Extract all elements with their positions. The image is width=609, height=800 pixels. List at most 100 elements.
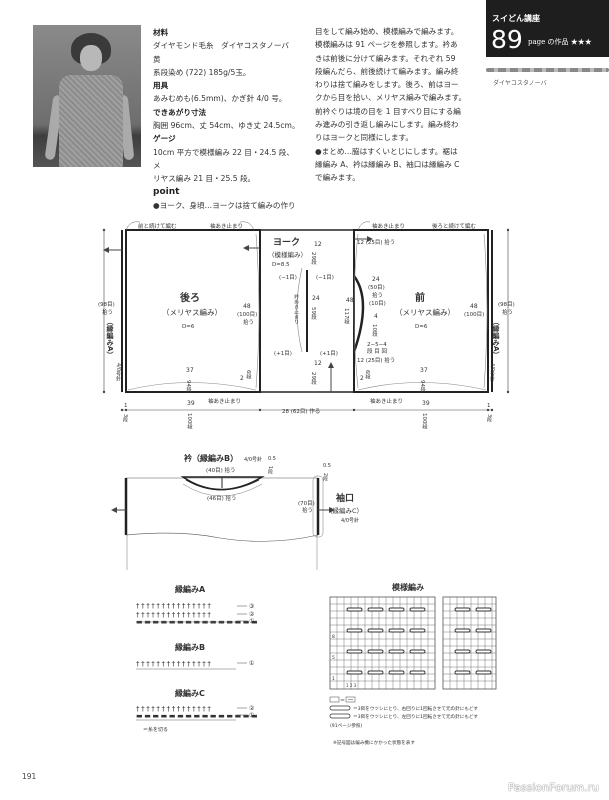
page-badge: スイどん講座 89 page の作品 ★★★ — [486, 0, 609, 57]
point-text: ●ヨーク、身頃…ヨークは捨て編みの作り — [153, 200, 296, 210]
diagram-label: (91ページ参照) — [330, 722, 363, 729]
diagram-label: 1段 — [267, 466, 273, 476]
diagram-label: ＝ — [340, 698, 345, 704]
diagram-label: ＝3目をウツシにとり、左回りに1回転させて元の針にもどす — [353, 713, 478, 720]
diagram-label: 1 — [124, 403, 128, 409]
label-armhole-stop: 袖あき止まり — [210, 222, 243, 230]
diagram-label: 拾う — [372, 291, 383, 299]
diagram-label: 6段 — [364, 370, 371, 380]
diagram-label: (98目) — [498, 301, 515, 308]
diagram-label: ※記号図は編み機にかかった状態を表す — [333, 739, 415, 746]
diagram-label: ① — [249, 660, 254, 667]
diagram-label: 2 — [240, 375, 244, 382]
yarn-name: ダイヤコスタノーバ — [493, 80, 547, 87]
collar-title: 衿（縁編みB） — [184, 453, 238, 463]
diagram-label: 39 — [422, 400, 430, 407]
diagram-label: 12 (25目) 拾う — [357, 238, 395, 246]
back-sub: （メリヤス編み） — [162, 307, 222, 317]
size-text: 胸囲 96cm、丈 54cm、ゆき丈 24.5cm。 — [153, 121, 300, 131]
diagram-label: 37 — [420, 367, 428, 374]
back-title: 後ろ — [180, 291, 200, 304]
materials-text-2: 系段染め (722) 185g/5玉。 — [153, 67, 251, 77]
desc-line: りはヨークと同様にします。 — [315, 133, 413, 143]
diagram-label: ② — [249, 705, 255, 712]
watermark: PassionForum.ru — [508, 781, 599, 794]
diagram-label: 37 — [186, 367, 194, 374]
tools-text: あみむめも(6.5mm)、かぎ針 4/0 号。 — [153, 94, 287, 104]
diagram-label: 29段 — [310, 252, 317, 266]
diagram-label: 袖あき止まり — [372, 222, 405, 230]
materials-specs: 材料 ダイヤモンド毛糸 ダイヤコスタノーバ 黄 系段染め (722) 185g/… — [153, 26, 301, 212]
diagram-label: ② — [249, 611, 255, 618]
diagram-label: ③ — [249, 603, 254, 610]
diagram-label: 段 目 回 — [367, 347, 387, 355]
label-cont-back: 後ろと続けて編む — [432, 222, 477, 230]
diagram-label: 4/0号針 — [244, 456, 262, 463]
diagram-label: 94段 — [419, 380, 426, 394]
diagram-label: (46目) 拾う — [207, 494, 237, 502]
cuff-sub: （縁編みC） — [326, 506, 363, 515]
diagram-label: 袖あき止まり — [370, 397, 403, 405]
diagram-label: 0.5 — [323, 463, 331, 469]
diagram-label: 1 — [332, 676, 335, 682]
diagram-label: 117段 — [343, 308, 350, 325]
model-photo — [33, 25, 141, 167]
diagram-label: 3段 — [122, 414, 128, 424]
edging-b-title: 縁編みB — [175, 642, 205, 652]
pattern-grid — [329, 596, 497, 690]
diagram-label: （縁編みA） — [106, 318, 115, 358]
desc-line: 段編んだら、前後続けて編みます。編み終 — [315, 66, 459, 76]
desc-line: 模様編みは 91 ページを参照します。衿あ — [315, 40, 458, 50]
diagram-label: 10段 — [371, 324, 378, 338]
diagram-label: ††††††††††††††† — [136, 602, 213, 610]
diagram-label: 拾う — [302, 506, 313, 514]
materials-text: ダイヤモンド毛糸 ダイヤコスタノーバ 黄 — [153, 41, 297, 64]
edging-a-title: 縁編みA — [175, 584, 206, 594]
diagram-label: 2段 — [322, 473, 328, 483]
diagram-label: 1 2 3 — [346, 683, 357, 688]
diagram-label: 59段 — [310, 307, 317, 321]
cut-yarn-note: ＝糸を切る — [143, 726, 168, 733]
series-title: スイどん講座 — [492, 14, 540, 23]
diagram-label: 100段 — [421, 413, 428, 430]
back-d: D=6 — [182, 324, 195, 330]
diagram-label: 衿あき止まり — [293, 293, 299, 325]
diagram-label: (100目) — [464, 311, 484, 318]
diagram-label: (40目) 拾う — [206, 466, 236, 474]
diagram-label: 29段 — [310, 372, 317, 386]
diagram-label: 12 — [314, 360, 322, 367]
diagram-label: 4/0号針 — [115, 363, 121, 382]
diagram-label: (+1目) — [320, 350, 338, 357]
desc-line: み進みの引き返し編みにします。編み終わ — [315, 120, 459, 130]
gauge-text: 10cm 平方で模様編み 22 目・24.5 段、メ — [153, 147, 294, 170]
diagram-label: 39 — [187, 400, 195, 407]
diagram-label: 4/0号針 — [341, 517, 359, 524]
desc-line: きは前後に分けて編みます。それぞれ 59 — [315, 53, 456, 63]
diagram-label: (10目) — [369, 300, 386, 307]
diagram-label: (−1目) — [279, 274, 297, 281]
diagram-label: (50目) — [368, 284, 385, 291]
diagram-label: 48 — [470, 303, 478, 310]
desc-line: ●まとめ…脇はすくいとじにします。裾は — [315, 146, 458, 156]
front-d: D=6 — [415, 324, 428, 330]
pattern-title: 模様編み — [392, 582, 424, 592]
diagram-label: 48 — [346, 297, 354, 304]
diagram-label: 24 — [312, 295, 320, 302]
diagram-label: 100段 — [186, 413, 193, 430]
cuff-title: 袖口 — [335, 492, 354, 504]
diagram-label: 4 — [374, 313, 378, 320]
diagram-label: 48 — [243, 303, 251, 310]
diagram-label: 4/0号針 — [489, 363, 495, 382]
diagram-label: (−1目) — [316, 274, 334, 281]
diagram-label: 0.5 — [268, 456, 276, 462]
size-heading: できあがり寸法 — [153, 107, 207, 117]
diagram-label: 5 — [332, 655, 335, 661]
diagram-label: 2 — [360, 375, 364, 382]
instructions-text: 目をして編み始め、模様編みで編みます。 模様編みは 91 ページを参照します。衿… — [315, 25, 475, 185]
diagram-label: D=8.5 — [272, 262, 290, 268]
edging-c-title: 縁編みC — [175, 688, 205, 698]
desc-line: クから目を拾い、メリヤス編みで編みます。 — [315, 93, 467, 103]
diagram-label: ① — [249, 618, 254, 625]
yoke-title: ヨーク — [273, 237, 300, 248]
diagram-label: （縁編みA） — [492, 318, 501, 358]
